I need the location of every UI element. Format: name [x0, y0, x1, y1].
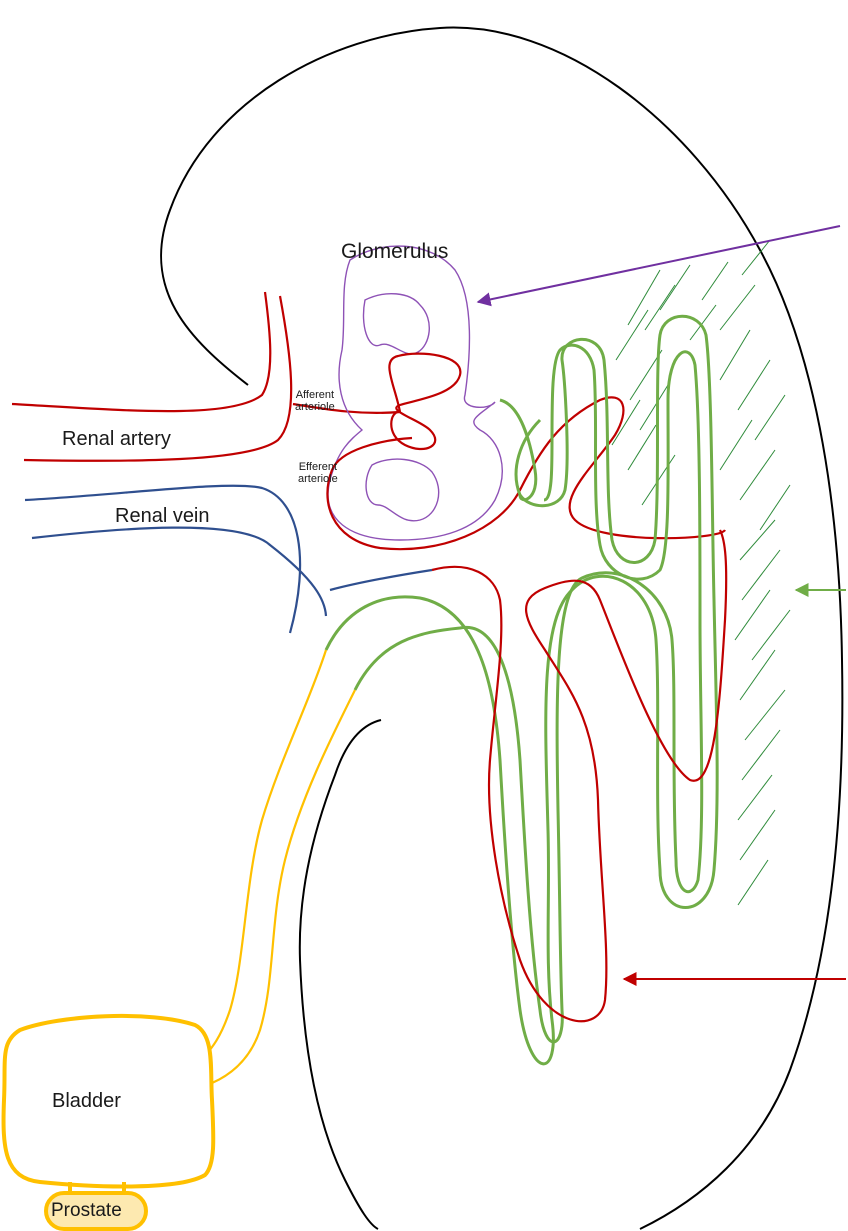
bladder-label: Bladder	[52, 1090, 121, 1113]
prostate-label: Prostate	[51, 1200, 122, 1222]
ureter	[203, 650, 355, 1083]
vasa-recta	[432, 530, 726, 1021]
renal-vein-label: Renal vein	[115, 505, 210, 528]
kidney-outline-lower	[300, 720, 381, 1229]
nephron-tubule	[326, 316, 717, 1064]
glomerulus-label: Glomerulus	[341, 240, 448, 264]
renal-artery-label: Renal artery	[62, 428, 171, 451]
arteriole-loops	[327, 354, 725, 550]
glomerulus-tuft	[328, 246, 502, 540]
efferent-arteriole-label: Efferent arteriole	[298, 461, 338, 485]
glomerulus-pointer-arrow	[478, 226, 840, 302]
afferent-arteriole-label: Afferent arteriole	[295, 389, 335, 413]
renal-vein	[25, 486, 432, 633]
